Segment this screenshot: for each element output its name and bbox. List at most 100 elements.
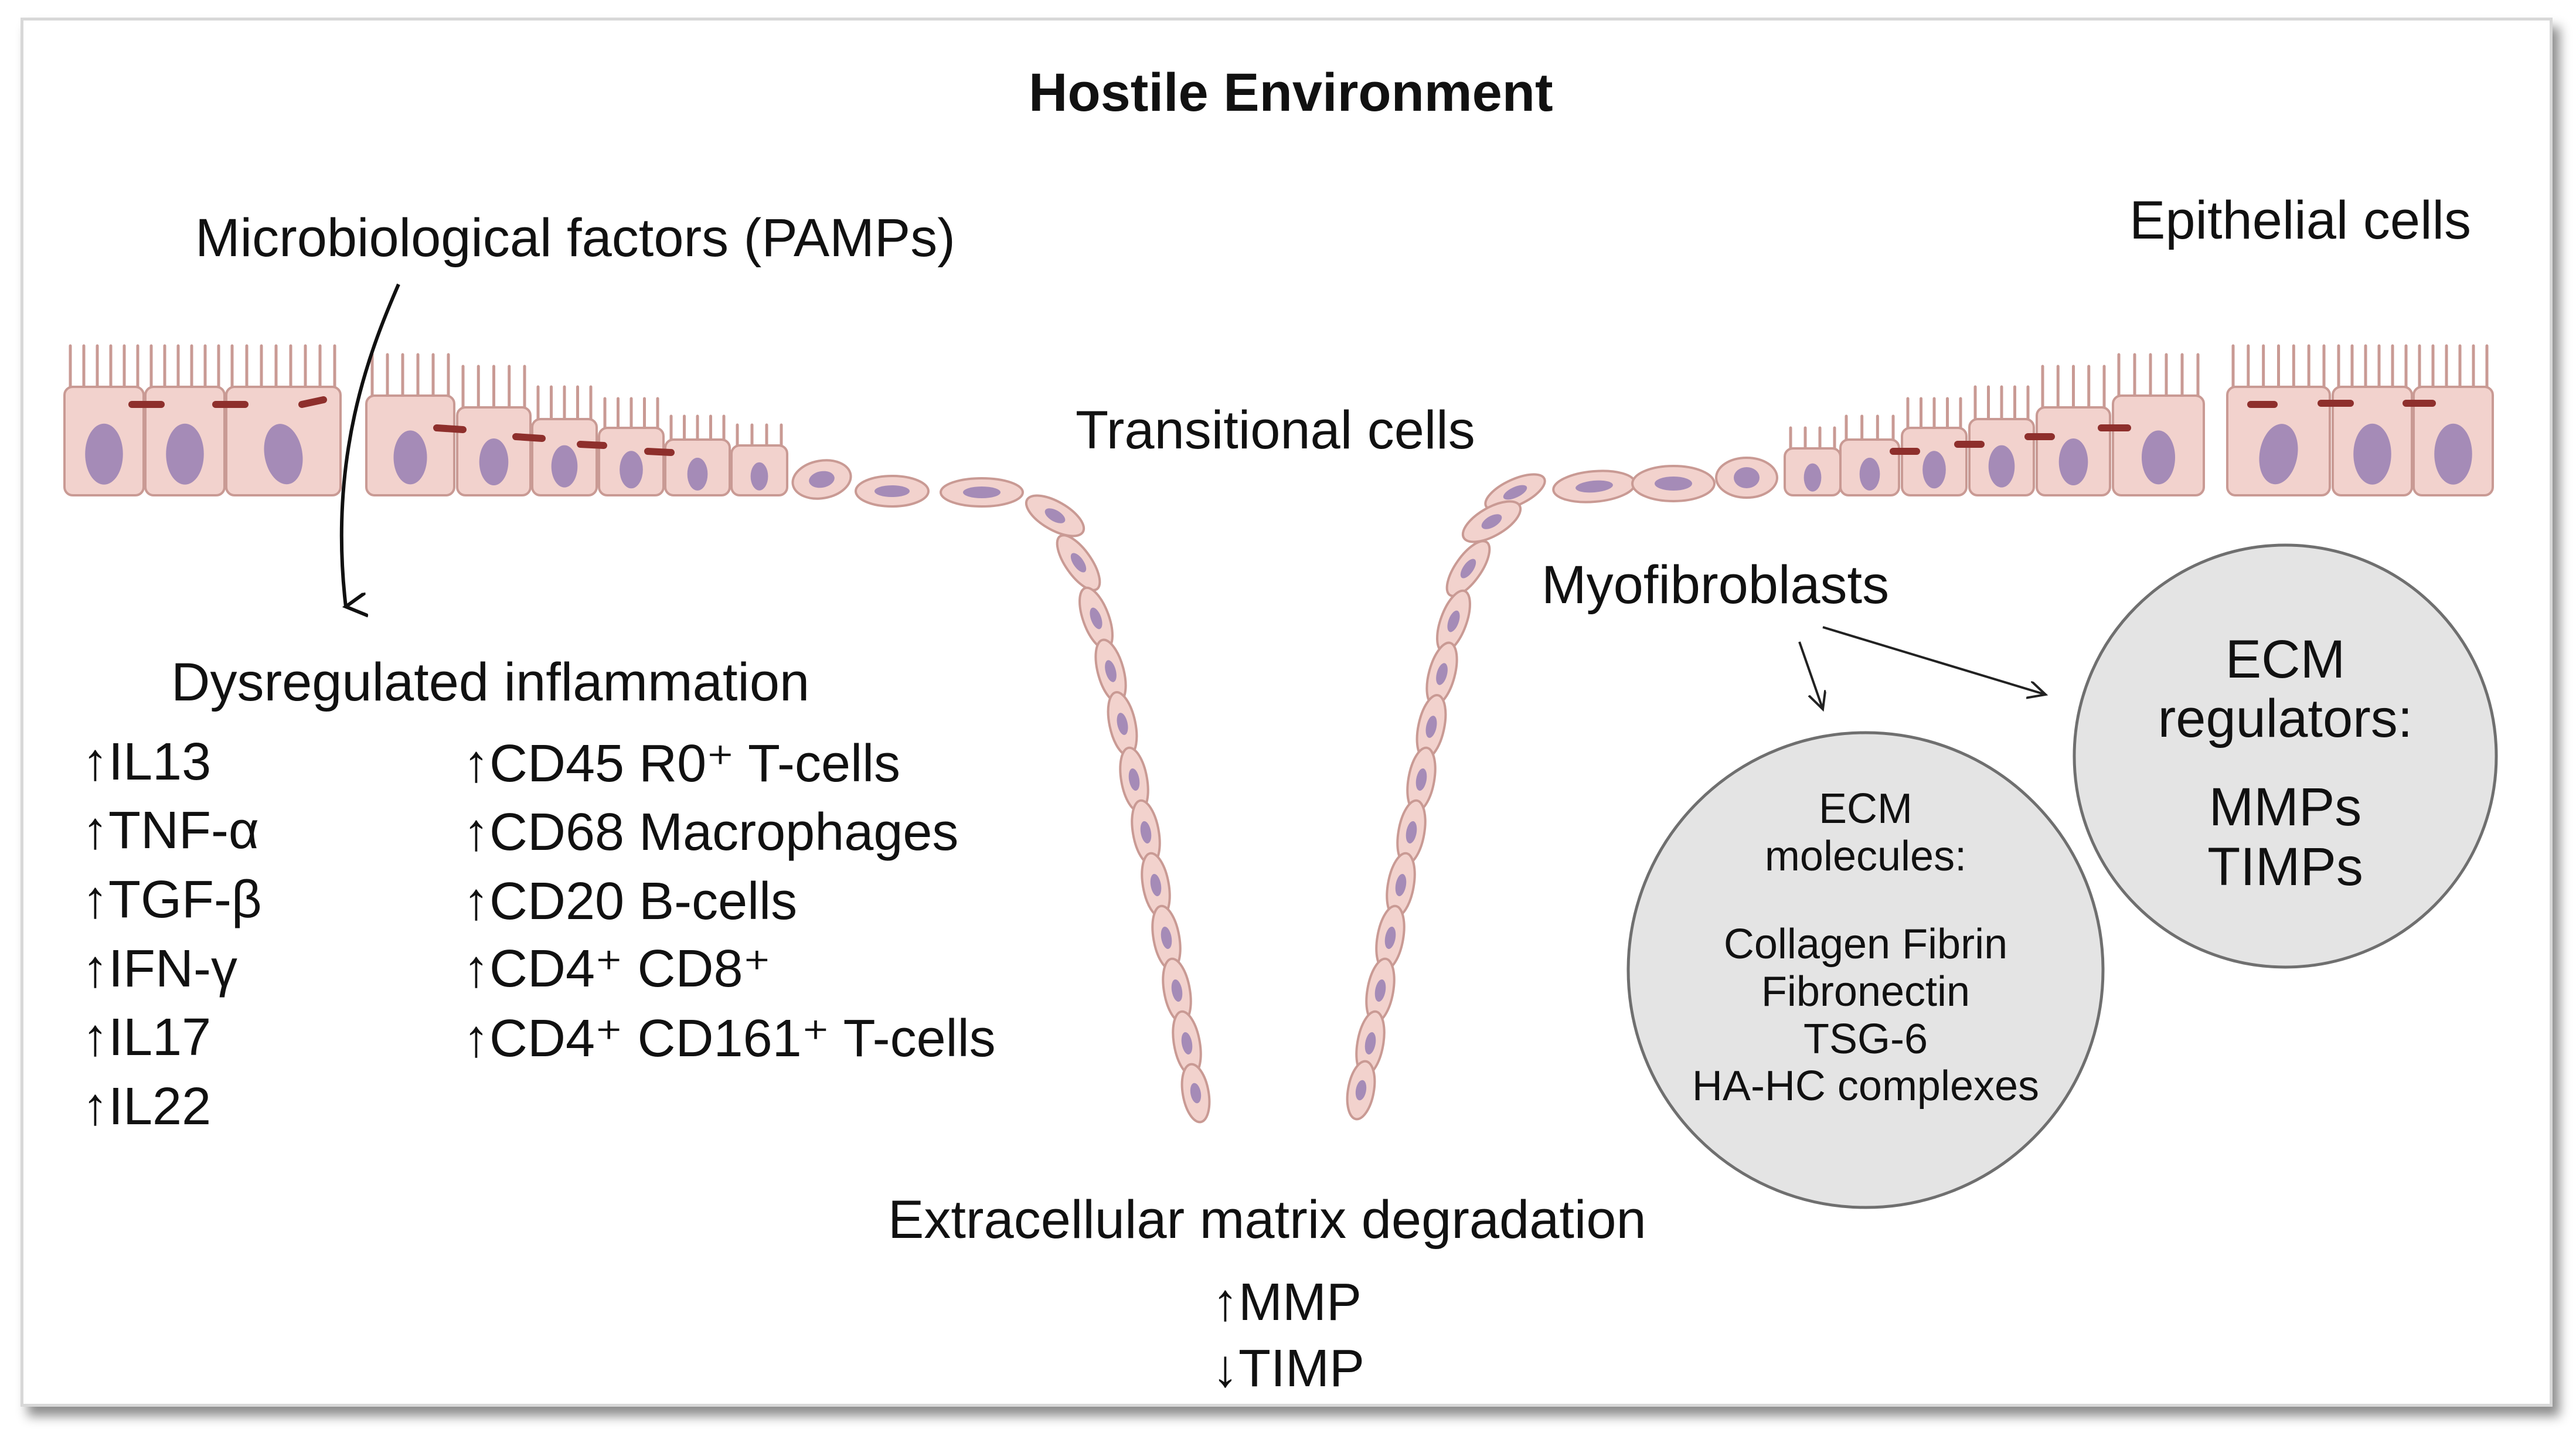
flat-cell <box>855 475 930 508</box>
flat-cell <box>1025 494 1085 537</box>
transitional-cell-funnel <box>1025 494 1522 1124</box>
flat-cell <box>1552 469 1636 503</box>
cytokine-label: IL22 <box>108 1077 212 1136</box>
flat-cell <box>1406 746 1437 813</box>
columnar-cell <box>598 397 665 496</box>
flat-cell <box>1484 473 1546 512</box>
nucleus <box>393 430 427 485</box>
columnar-cell <box>456 365 532 496</box>
nucleus <box>1161 926 1172 950</box>
flat-cell <box>1346 1060 1376 1121</box>
columnar-cell <box>2332 344 2413 496</box>
flat-cell <box>1056 534 1101 591</box>
up-arrow-icon: ↑ <box>1212 1273 1238 1332</box>
ecm-regulator-item: MMPs <box>2209 777 2362 838</box>
list-item: ↑IL13 <box>82 736 211 788</box>
myofibroblasts-label: Myofibroblasts <box>1541 555 1890 615</box>
nucleus <box>687 457 708 491</box>
flat-cell <box>1375 904 1406 971</box>
cell-junction <box>433 424 467 433</box>
ecm-molecule-item: Collagen Fibrin <box>1723 921 2008 968</box>
flat-cell <box>1078 586 1114 651</box>
columnar-cell <box>365 353 455 496</box>
nucleus <box>2259 424 2298 485</box>
flat-cell <box>940 477 1024 508</box>
list-item: ↑CD4⁺ CD161⁺ T-cells <box>463 1012 996 1065</box>
nucleus <box>264 424 303 485</box>
cell-junction <box>512 433 546 442</box>
nucleus <box>874 485 910 497</box>
up-arrow-icon: ↑ <box>82 870 108 929</box>
nucleus <box>809 471 835 488</box>
cell-label: CD68 Macrophages <box>489 803 959 862</box>
nucleus <box>551 445 578 488</box>
nucleus <box>1734 467 1760 488</box>
ecm-regulators-heading-2: regulators: <box>2158 689 2413 749</box>
columnar-cell <box>730 423 788 496</box>
up-arrow-icon: ↑ <box>82 733 108 791</box>
columnar-cell <box>2226 344 2331 496</box>
up-arrow-icon: ↑ <box>463 1009 489 1068</box>
cytokine-label: TNF-α <box>108 801 259 860</box>
cell-junction <box>298 396 327 408</box>
list-item: ↑CD4⁺ CD8⁺ <box>463 943 771 995</box>
nucleus <box>1171 979 1183 1002</box>
nucleus <box>1090 607 1102 630</box>
nucleus <box>1140 821 1152 844</box>
list-item: ↑CD45 R0⁺ T-cells <box>463 737 900 790</box>
cytokine-label: IFN-γ <box>108 940 237 998</box>
nucleus <box>1150 873 1162 897</box>
flat-cell <box>1151 904 1182 971</box>
list-item: ↑CD20 B-cells <box>463 875 797 928</box>
nucleus <box>1070 553 1087 573</box>
ecm-regulators-circle <box>2073 543 2498 969</box>
up-arrow-icon: ↑ <box>82 1077 108 1136</box>
nucleus <box>1044 508 1066 523</box>
cell-label: CD45 R0⁺ T-cells <box>489 734 901 793</box>
degradation-marker: ↓TIMP <box>1212 1342 1364 1395</box>
ecm-regulator-item: TIMPs <box>2207 836 2363 897</box>
up-arrow-icon: ↑ <box>82 940 108 998</box>
flat-cell <box>1107 691 1138 757</box>
cell-label: CD20 B-cells <box>489 872 798 931</box>
up-arrow-icon: ↑ <box>463 940 489 998</box>
flat-cell <box>1141 852 1171 918</box>
ecm-molecules-heading-2: molecules: <box>1764 832 1967 880</box>
flat-cell <box>1461 500 1522 543</box>
marker-label: MMP <box>1238 1273 1362 1332</box>
cytokine-label: IL17 <box>108 1008 212 1067</box>
nucleus <box>1922 451 1946 489</box>
nucleus <box>1460 559 1476 579</box>
cell-label: CD4⁺ CD161⁺ T-cells <box>489 1009 996 1068</box>
ecm-molecule-item: Fibronectin <box>1761 968 1971 1015</box>
flat-cell <box>1131 799 1161 866</box>
flat-cell <box>1415 694 1447 760</box>
microbiological-factors-label: Microbiological factors (PAMPs) <box>195 208 955 268</box>
ecm-molecule-item: TSG-6 <box>1803 1015 1928 1063</box>
nucleus <box>1575 480 1613 493</box>
dysregulated-inflammation-label: Dysregulated inflammation <box>171 652 810 712</box>
cytokine-label: TGF-β <box>108 870 262 929</box>
flat-cell <box>1396 799 1427 866</box>
columnar-cell <box>1784 426 1842 496</box>
nucleus <box>1117 713 1128 735</box>
flat-cell <box>1180 1063 1211 1124</box>
ecm-molecules-text: ECM molecules: Collagen Fibrin Fibronect… <box>1631 785 2100 1110</box>
myofibroblast-to-molecules-arrow <box>1798 641 1823 709</box>
nucleus <box>479 438 509 485</box>
ecm-regulators-text: ECM regulators: MMPs TIMPs <box>2109 630 2461 897</box>
cell-junction <box>644 448 675 456</box>
cell-junction <box>577 441 607 449</box>
columnar-cell <box>1901 397 1968 496</box>
nucleus <box>2141 430 2176 485</box>
marker-label: TIMP <box>1238 1339 1364 1398</box>
columnar-cell <box>1968 385 2035 496</box>
list-item: ↑TGF-β <box>82 873 262 926</box>
nucleus <box>1128 768 1140 791</box>
nucleus <box>1988 445 2015 488</box>
nucleus <box>1395 873 1407 897</box>
nucleus <box>1355 1080 1367 1101</box>
flat-cell <box>1631 465 1716 502</box>
columnar-cell <box>531 385 598 496</box>
